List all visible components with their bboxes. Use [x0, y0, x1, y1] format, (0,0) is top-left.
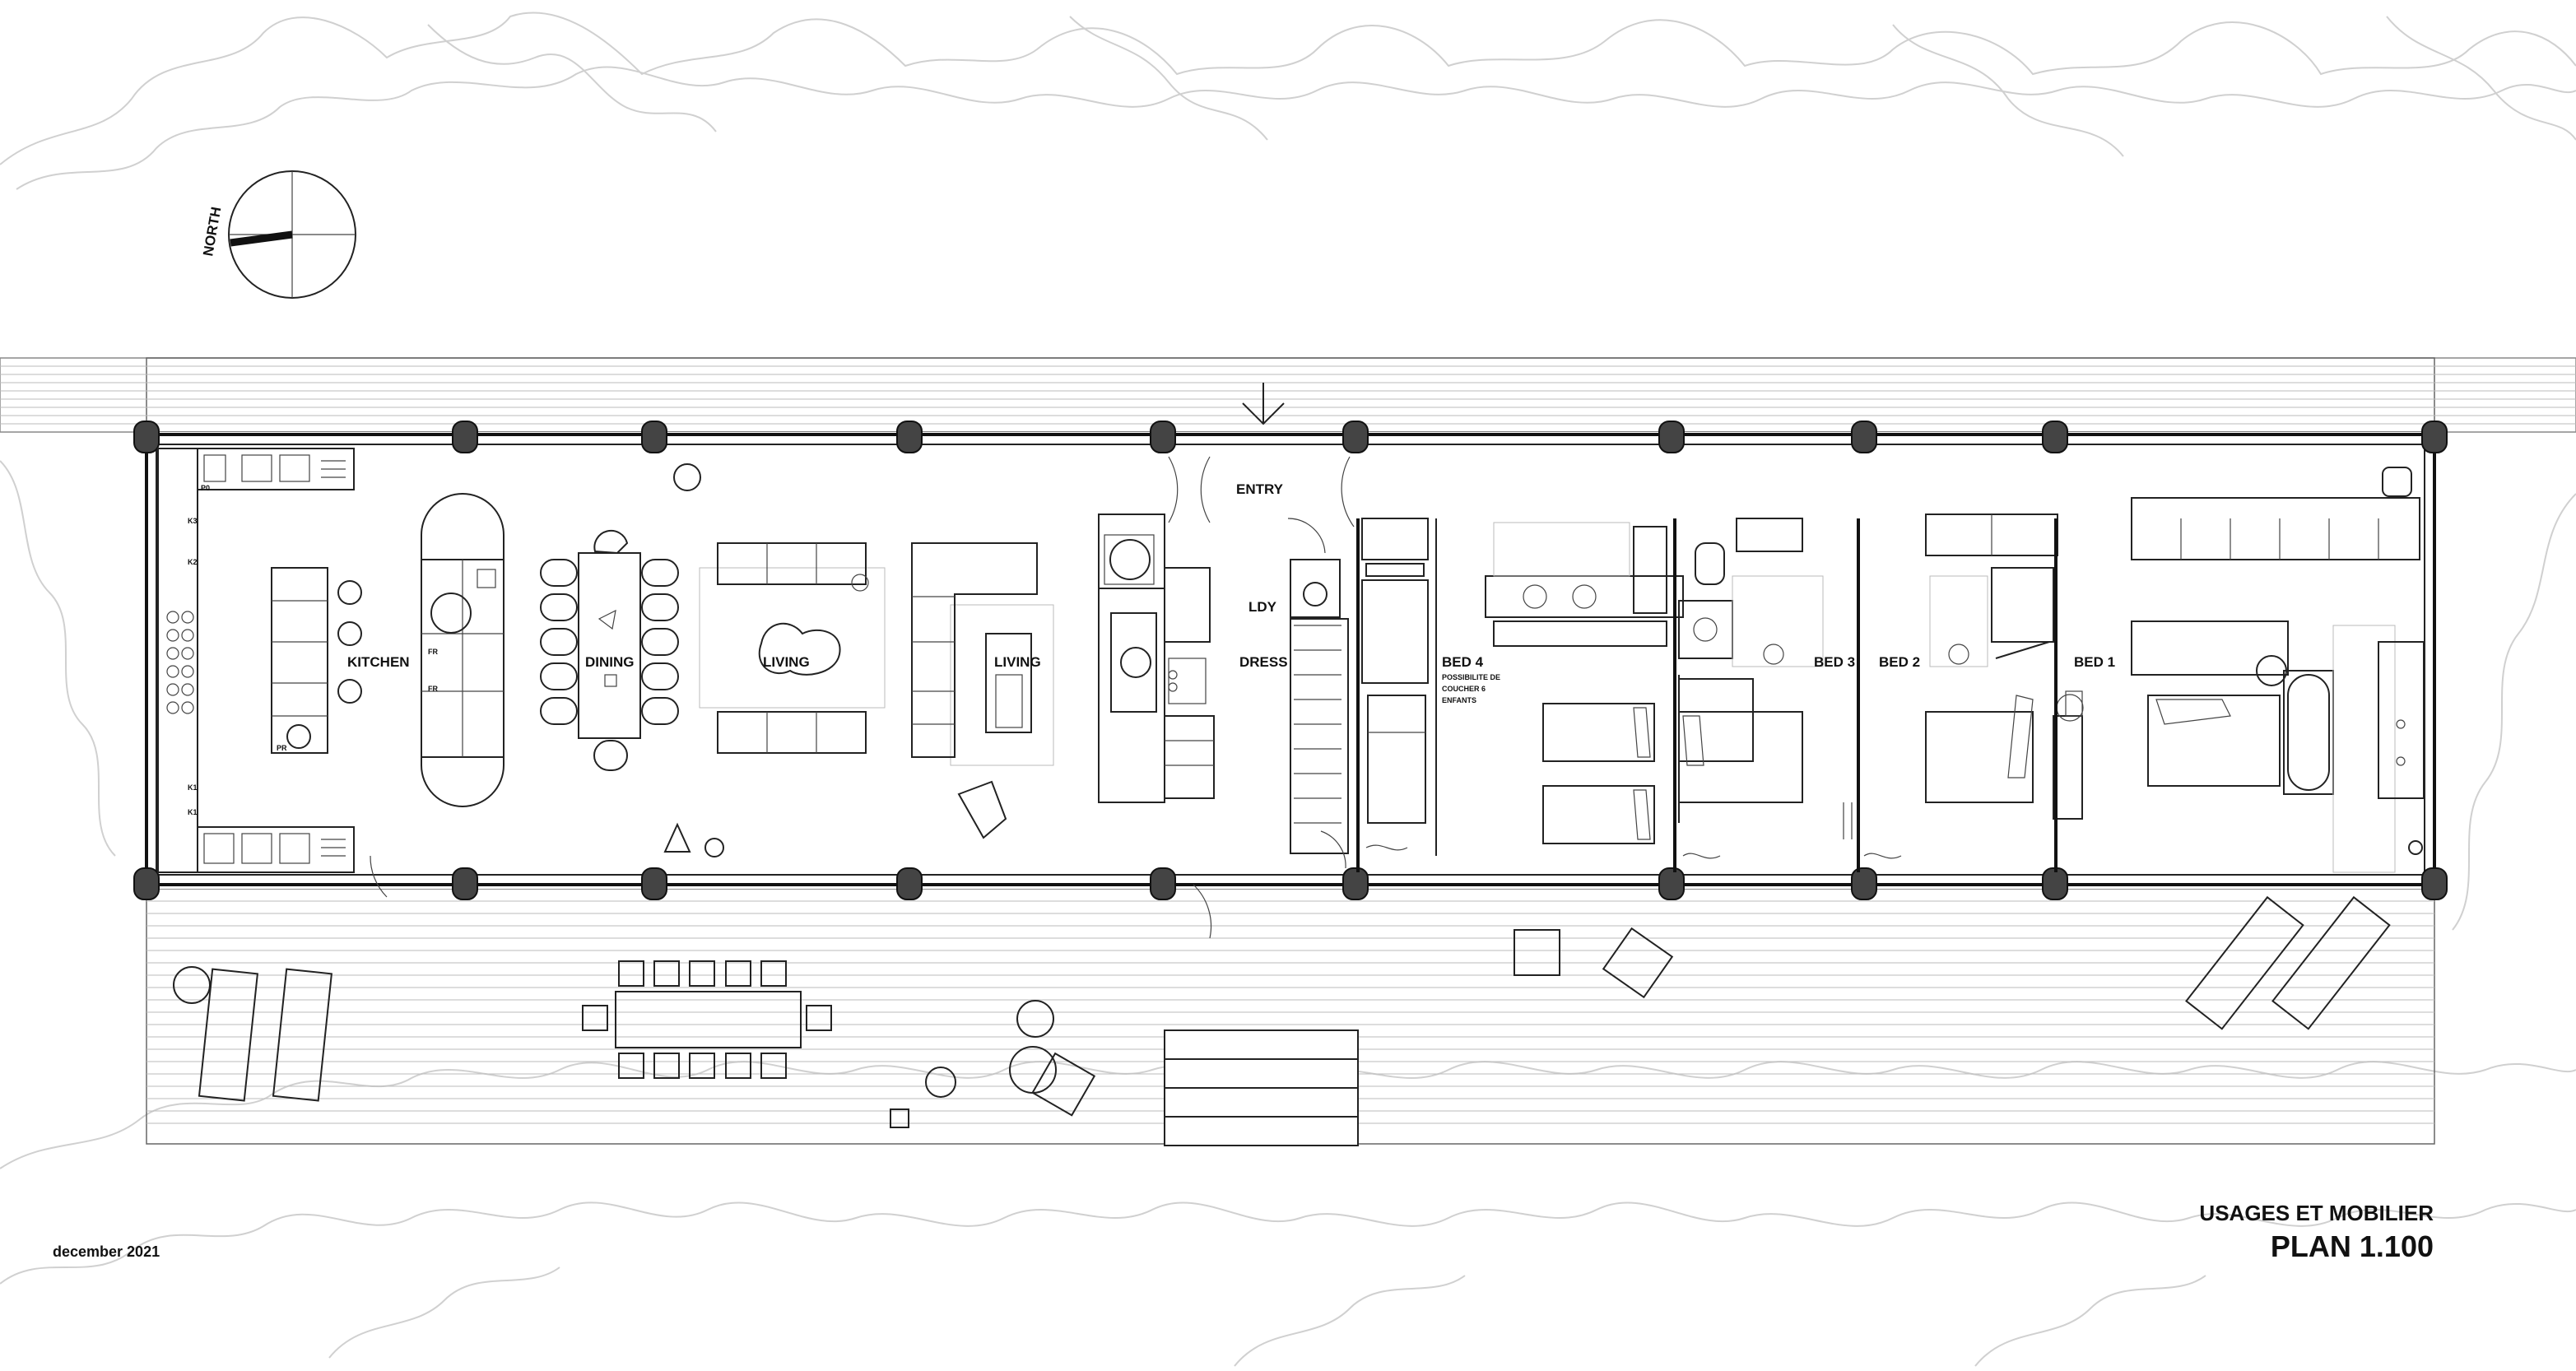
bed-4-note: POSSIBILITE DE: [1442, 673, 1500, 681]
entrance-steps: [1164, 1029, 1359, 1146]
appliance-tag: K1: [188, 783, 198, 792]
north-arrow: NORTH: [200, 170, 356, 299]
drawing-subtitle: USAGES ET MOBILIER: [2199, 1201, 2434, 1225]
room-label-living-2: LIVING: [994, 654, 1041, 670]
appliance-tag: P0: [201, 484, 210, 492]
structural-columns: [133, 421, 2448, 900]
bed-3-area: [1673, 518, 1860, 872]
living-1-furniture: [699, 542, 886, 754]
appliance-tag: K1: [188, 808, 198, 816]
appliance-tag: FR: [428, 648, 438, 656]
living-2-furniture: [663, 542, 1054, 857]
room-label-bed-3: BED 3: [1814, 654, 1855, 670]
room-label-entry: ENTRY: [1236, 481, 1284, 497]
room-label-bed-4: BED 4: [1442, 654, 1484, 670]
title-block: USAGES ET MOBILIER PLAN 1.100 december 2…: [53, 1201, 2434, 1263]
entry-arrow: [1242, 383, 1285, 425]
room-label-dress: DRESS: [1239, 654, 1288, 670]
room-label-ldy: LDY: [1248, 599, 1277, 615]
room-label-bed-1: BED 1: [2074, 654, 2115, 670]
drawing-title: PLAN 1.100: [2271, 1229, 2434, 1263]
appliance-tag: K2: [188, 558, 198, 566]
room-label-kitchen: KITCHEN: [347, 654, 410, 670]
bed-1-area: [2065, 467, 2425, 873]
vegetation-top: [0, 12, 2576, 190]
appliance-tag: K3: [188, 517, 198, 525]
bed-4-note: ENFANTS: [1442, 696, 1476, 704]
bed-4-area: [1356, 518, 1684, 872]
room-label-bed-2: BED 2: [1879, 654, 1920, 670]
deck-north: [0, 357, 2576, 433]
room-label-dining: DINING: [585, 654, 635, 670]
appliance-tag: FR: [428, 685, 438, 693]
bed-2-area: [1863, 514, 2084, 872]
terrace-furniture: [173, 855, 2391, 1128]
north-label: NORTH: [200, 206, 224, 258]
dining-table-set: [540, 463, 701, 771]
drawing-date: december 2021: [53, 1243, 160, 1260]
capsule-storage-unit: FR FR: [421, 493, 505, 807]
service-core: [1098, 456, 1355, 869]
room-labels: KITCHEN DINING LIVING LIVING ENTRY LDY D…: [347, 481, 2115, 704]
bed-4-note: COUCHER 6: [1442, 685, 1486, 693]
room-label-living-1: LIVING: [763, 654, 810, 670]
appliance-tag: PR: [277, 744, 287, 752]
kitchen-area: P0 K3 K2 K1 K1 PR: [157, 448, 362, 873]
